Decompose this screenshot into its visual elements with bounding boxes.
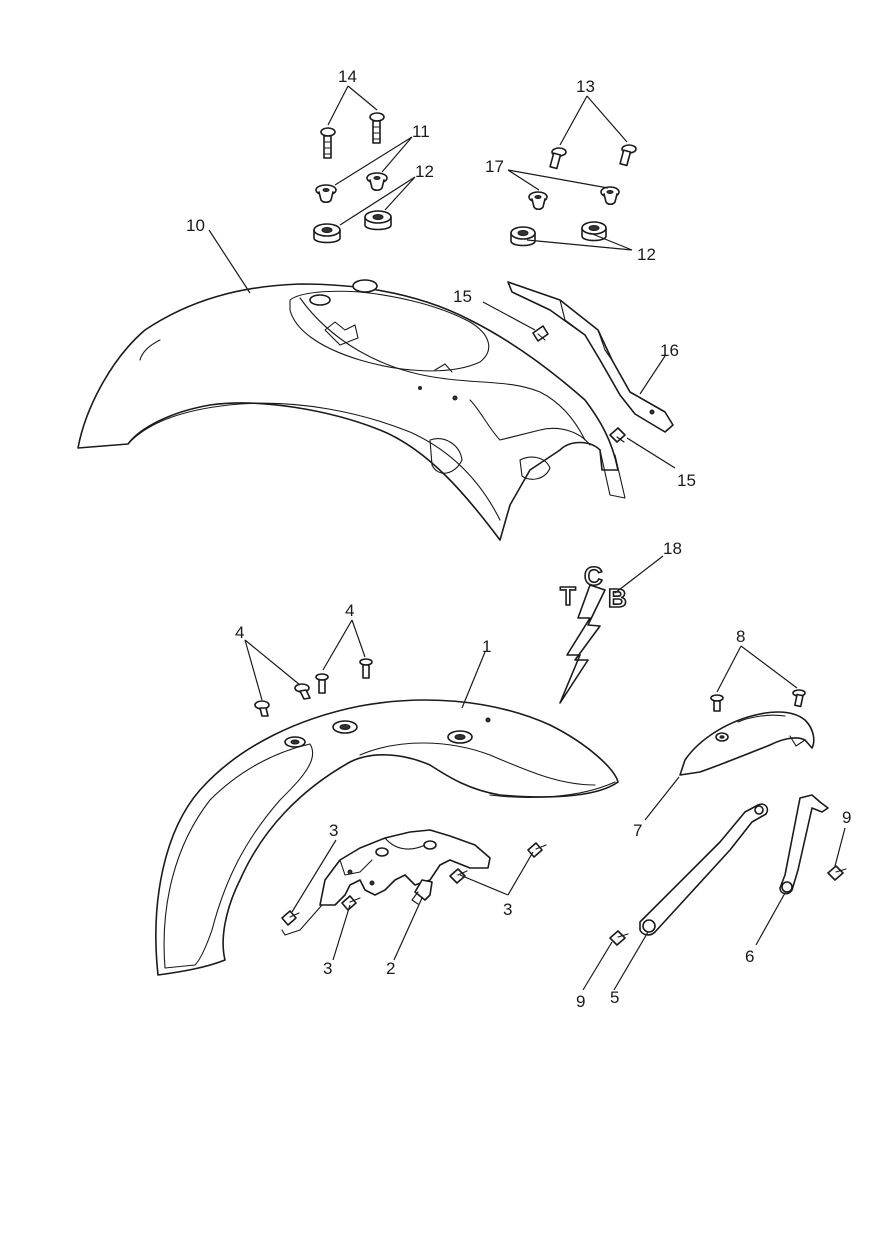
screw-14-right xyxy=(369,112,385,144)
front-mudguard-bracket xyxy=(281,829,491,936)
screw-9-left xyxy=(609,930,629,946)
spacer-11-left xyxy=(315,184,337,204)
callout-10: 10 xyxy=(186,216,205,235)
screw-8-right xyxy=(792,689,806,708)
callout-14: 14 xyxy=(338,67,357,86)
callout-9-right: 9 xyxy=(842,808,851,827)
bracket-part-16 xyxy=(507,281,674,433)
logo-letter-t: T xyxy=(560,581,576,611)
screw-14-left xyxy=(320,127,336,159)
screw-15-lower xyxy=(609,427,626,443)
callout-17: 17 xyxy=(485,157,504,176)
fender-stay-part-6 xyxy=(779,794,829,895)
logo-letter-c: C xyxy=(584,561,603,591)
screw-3-a xyxy=(281,910,300,926)
callout-12-right: 12 xyxy=(637,245,656,264)
callout-9-left: 9 xyxy=(576,992,585,1011)
callout-1: 1 xyxy=(482,637,491,656)
tcb-logo-decal: C T B xyxy=(559,560,628,704)
clip-part-2 xyxy=(411,879,433,905)
callout-4-right: 4 xyxy=(345,601,354,620)
screw-15-upper xyxy=(532,325,549,342)
callout-7: 7 xyxy=(633,821,642,840)
grommet-12-c xyxy=(510,226,536,247)
callout-4-left: 4 xyxy=(235,623,244,642)
fender-trim-part-7 xyxy=(679,711,815,776)
screw-4-d xyxy=(359,658,373,679)
leader-lines xyxy=(208,85,846,991)
callout-5: 5 xyxy=(610,988,619,1007)
screw-4-c xyxy=(315,673,329,694)
rear-mudguard xyxy=(77,279,626,541)
callout-8: 8 xyxy=(736,627,745,646)
screw-9-right xyxy=(827,865,847,881)
callout-6: 6 xyxy=(745,947,754,966)
grommet-12-b xyxy=(364,210,392,231)
callout-3-top: 3 xyxy=(329,821,338,840)
callout-13: 13 xyxy=(576,77,595,96)
front-mudguard xyxy=(155,699,619,976)
callout-3-right: 3 xyxy=(503,900,512,919)
screw-4-a xyxy=(254,700,270,717)
screw-3-c xyxy=(449,868,468,884)
logo-letter-b: B xyxy=(608,583,627,613)
spacer-17-left xyxy=(528,191,548,211)
screw-8-left xyxy=(710,694,724,712)
callout-18: 18 xyxy=(663,539,682,558)
screw-13-left xyxy=(549,147,567,170)
callout-3-bottom: 3 xyxy=(323,959,332,978)
callout-11: 11 xyxy=(412,122,430,141)
screw-13-right xyxy=(619,144,637,167)
callout-15-upper: 15 xyxy=(453,287,472,306)
spacer-17-right xyxy=(600,186,620,206)
grommet-12-a xyxy=(313,223,341,244)
callout-2: 2 xyxy=(386,959,395,978)
fender-stay-part-5 xyxy=(639,803,769,936)
callout-16: 16 xyxy=(660,341,679,360)
screw-4-b xyxy=(294,683,311,700)
callout-15-lower: 15 xyxy=(677,471,696,490)
screw-3-b xyxy=(341,895,361,911)
spacer-11-right xyxy=(366,172,388,192)
callout-12-left: 12 xyxy=(415,162,434,181)
callout-numbers: 14 11 12 13 17 12 10 15 16 15 18 1 4 4 8… xyxy=(186,67,851,1011)
